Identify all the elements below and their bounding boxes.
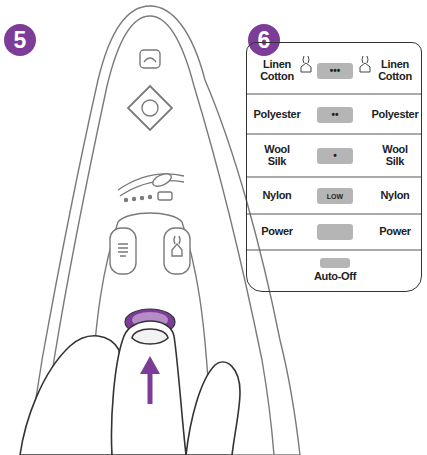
fabric-label: Nylon (380, 190, 409, 202)
fabric-label: Wool Silk (375, 144, 415, 167)
indicator-button: LOW (317, 188, 353, 204)
fabric-label: Wool Silk (257, 144, 297, 167)
button-mark: ••• (330, 66, 341, 76)
fabric-label: Polyester (372, 109, 419, 121)
setting-panel: Linen Cotton Linen CottonPolyester Polyest… (246, 42, 422, 292)
callout-number: 5 (4, 24, 36, 56)
fabric-label: Nylon (262, 190, 291, 202)
hand (20, 321, 240, 455)
push-arrow (140, 356, 160, 404)
button-mark: LOW (327, 193, 343, 200)
fabric-label: Power (379, 226, 411, 238)
panel-dividers (247, 94, 421, 250)
panel-caption: Auto-Off (314, 271, 356, 283)
auto-off-button (320, 258, 350, 268)
fabric-label: Linen Cotton (373, 59, 417, 82)
indicator-button: •• (317, 107, 353, 123)
button-mark: •• (331, 110, 338, 120)
button-mark: • (333, 151, 337, 161)
fabric-label: Linen Cotton (255, 59, 299, 82)
callout-number: 5 (14, 27, 27, 54)
fabric-label: Power (261, 226, 293, 238)
indicator-button: ••• (317, 63, 353, 79)
fabric-label: Polyester (254, 109, 301, 121)
callout-number: 6 (258, 27, 271, 54)
power-button (317, 224, 353, 240)
callout-number: 6 (248, 24, 280, 56)
indicator-button: • (317, 148, 353, 164)
